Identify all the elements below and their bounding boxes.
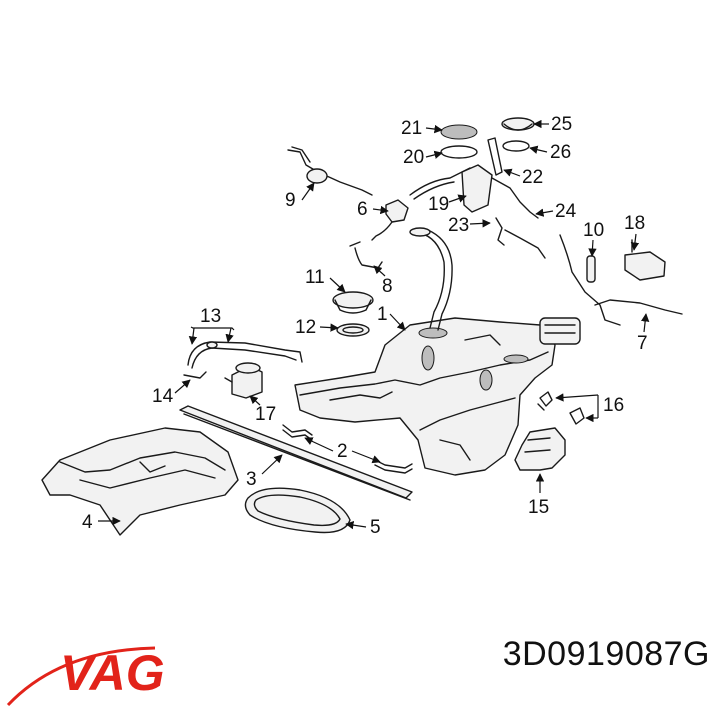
callout-23: 23: [448, 215, 469, 236]
vent-line-part: [287, 146, 373, 196]
heat-shield-part: [41, 427, 239, 536]
callout-14: 14: [152, 386, 174, 407]
callout-2: 2: [337, 441, 348, 462]
callout-4: 4: [82, 512, 93, 533]
callout-13: 13: [200, 306, 221, 327]
callout-8: 8: [382, 276, 393, 297]
vag-logo: VAG: [6, 645, 165, 707]
callout-labels: 1 2 3 4 5 6 7 8 9 10 11 12 13 14 15: [82, 114, 650, 538]
callout-25: 25: [551, 114, 572, 135]
line-seven-ten-part: [559, 234, 683, 326]
callout-1: 1: [377, 304, 388, 325]
callout-19: 19: [428, 194, 449, 215]
shield-bracket-part: [514, 427, 566, 471]
pump-assembly-part: [409, 117, 546, 259]
valve-part: [371, 199, 409, 241]
vag-logo-text: VAG: [60, 645, 165, 701]
callout-22: 22: [522, 167, 543, 188]
fuel-lines-part: [183, 341, 303, 379]
clips-part: [537, 391, 585, 425]
callout-12: 12: [295, 317, 316, 338]
callout-7: 7: [637, 333, 648, 354]
cap-and-seal-part: [332, 291, 374, 337]
callout-17: 17: [255, 404, 276, 425]
callout-6: 6: [357, 199, 368, 220]
cross-strap-part: [179, 405, 413, 501]
callout-15: 15: [528, 497, 549, 518]
fuel-tank-part: [294, 227, 581, 476]
callout-24: 24: [555, 201, 577, 222]
fuel-filter-part: [224, 362, 263, 399]
callout-26: 26: [550, 142, 571, 163]
callout-21: 21: [401, 118, 422, 139]
callout-16: 16: [603, 395, 624, 416]
callout-3: 3: [246, 469, 257, 490]
callout-20: 20: [403, 147, 424, 168]
gasket-part: [244, 487, 351, 534]
part-number-label: 3D0919087G: [502, 635, 710, 673]
callout-9: 9: [285, 190, 296, 211]
callout-5: 5: [370, 517, 381, 538]
callout-10: 10: [583, 220, 604, 241]
sensor-part: [624, 239, 666, 281]
hose-part: [349, 241, 383, 269]
callout-11: 11: [305, 267, 325, 288]
callout-18: 18: [624, 213, 645, 234]
